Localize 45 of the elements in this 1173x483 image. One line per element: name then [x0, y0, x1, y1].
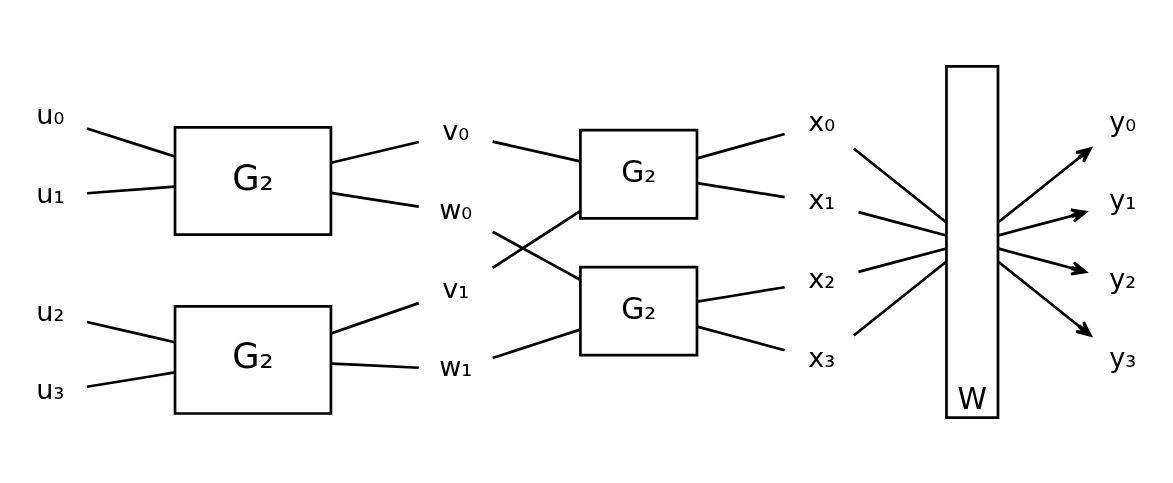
connector	[696, 181, 785, 198]
connector	[330, 301, 420, 335]
connector	[86, 184, 175, 195]
connector	[852, 146, 947, 223]
arrow	[997, 260, 1092, 337]
connector	[330, 140, 420, 164]
connector	[492, 230, 581, 281]
connector	[492, 139, 581, 163]
node-text: x₀	[808, 105, 836, 137]
node-box: W	[945, 64, 1000, 419]
connector	[696, 324, 785, 352]
node-text: y₁	[1109, 183, 1137, 215]
node-text: y₂	[1109, 262, 1137, 294]
connector	[696, 285, 785, 303]
node-text: x₁	[808, 183, 836, 215]
node-text: x₂	[808, 262, 836, 294]
connector	[330, 191, 419, 208]
node-text: u₂	[36, 295, 65, 327]
node-text: w₁	[439, 350, 473, 382]
connector	[331, 361, 419, 369]
node-text: v₀	[442, 114, 470, 146]
arrow	[998, 246, 1087, 276]
connector	[492, 327, 581, 359]
node-box: G₂	[173, 304, 333, 415]
node-box: G₂	[173, 125, 333, 236]
node-text: y₀	[1109, 105, 1137, 137]
node-text: u₀	[36, 98, 65, 130]
connector	[86, 126, 176, 158]
node-text: v₁	[442, 272, 470, 304]
node-text: u₃	[36, 373, 65, 405]
node-box: G₂	[579, 128, 699, 220]
connector	[86, 320, 176, 344]
node-text: x₃	[808, 341, 836, 373]
connector	[858, 210, 947, 237]
connector	[852, 260, 947, 337]
node-text: y₃	[1109, 341, 1137, 373]
connector	[86, 370, 176, 388]
connector	[696, 132, 785, 160]
connector	[858, 246, 947, 273]
node-box: G₂	[579, 265, 699, 357]
node-text: w₀	[439, 193, 473, 225]
node-text: u₁	[36, 177, 65, 209]
arrow	[998, 207, 1087, 237]
arrow	[997, 146, 1092, 223]
connector	[491, 209, 581, 269]
